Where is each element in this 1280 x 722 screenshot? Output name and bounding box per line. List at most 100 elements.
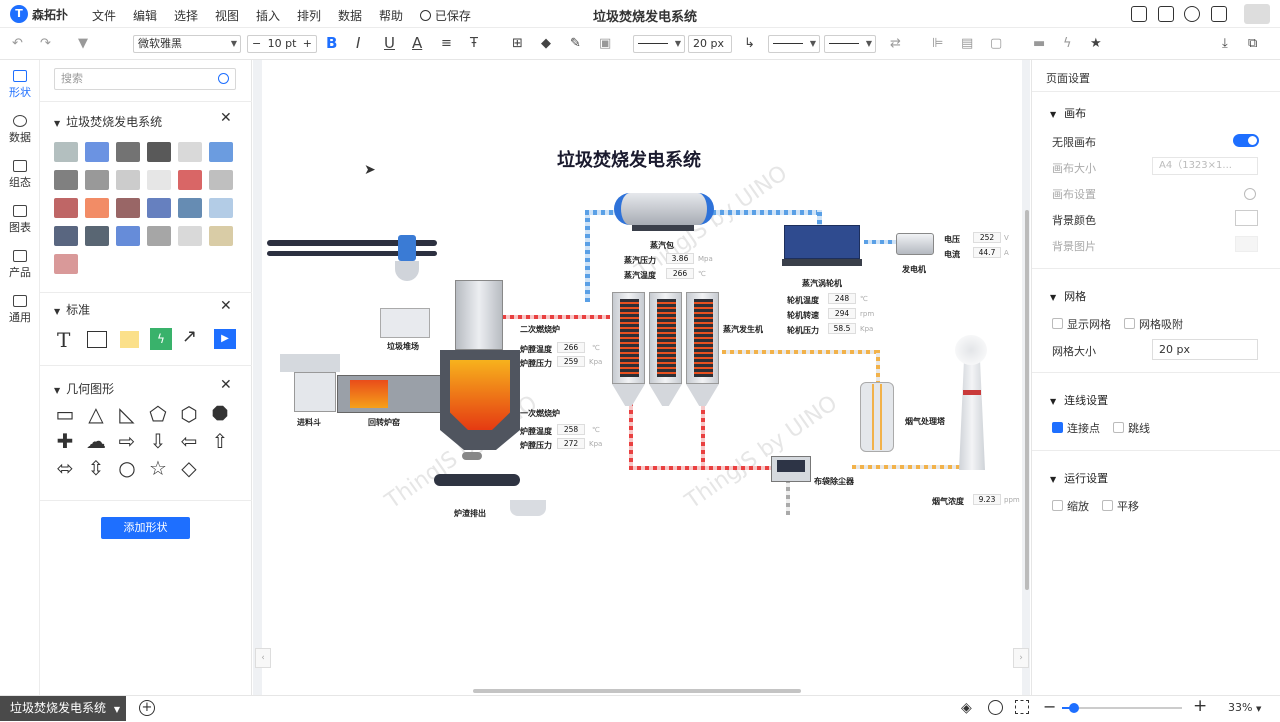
menu-arrange[interactable]: 排列 bbox=[297, 9, 322, 23]
redo-icon[interactable]: ↷ bbox=[40, 36, 51, 51]
arrow-vertical-shape[interactable]: ⇳ bbox=[87, 456, 105, 480]
menu-select[interactable]: 选择 bbox=[174, 9, 199, 23]
section-canvas[interactable]: ▼画布 bbox=[1050, 105, 1086, 121]
add-page-icon[interactable]: + bbox=[139, 700, 155, 716]
underline-button[interactable]: U bbox=[384, 34, 395, 52]
connect-point-checkbox[interactable] bbox=[1052, 422, 1063, 433]
waste-shape-thumb[interactable] bbox=[147, 142, 171, 162]
search-icon[interactable] bbox=[218, 73, 229, 84]
waste-shape-thumb[interactable] bbox=[54, 198, 78, 218]
section-line[interactable]: ▼连线设置 bbox=[1050, 392, 1108, 408]
lightning-shape[interactable]: ϟ bbox=[150, 328, 172, 350]
italic-button[interactable]: I bbox=[356, 34, 361, 52]
pan-checkbox[interactable] bbox=[1102, 500, 1113, 511]
close-icon[interactable]: ✕ bbox=[220, 110, 232, 126]
waste-shape-thumb[interactable] bbox=[209, 170, 233, 190]
grid-size-input[interactable]: 20 px bbox=[1152, 339, 1258, 360]
conveyor-belt[interactable] bbox=[267, 251, 437, 256]
waste-shape-thumb[interactable] bbox=[178, 198, 202, 218]
cloud-shape[interactable]: ☁ bbox=[86, 429, 106, 453]
cross-shape[interactable]: ✚ bbox=[56, 429, 74, 453]
font-size-increase[interactable]: + bbox=[302, 37, 312, 50]
diamond-shape[interactable]: ◇ bbox=[181, 456, 197, 480]
eye-icon[interactable] bbox=[1244, 188, 1256, 200]
section-run[interactable]: ▼运行设置 bbox=[1050, 470, 1108, 486]
infinite-canvas-toggle[interactable] bbox=[1233, 134, 1259, 147]
waste-shape-thumb[interactable] bbox=[54, 142, 78, 162]
boiler-column[interactable] bbox=[686, 292, 719, 384]
slag-conveyor[interactable] bbox=[434, 474, 520, 486]
lock-icon[interactable]: ▬ bbox=[1033, 36, 1046, 51]
waste-shape-thumb[interactable] bbox=[209, 226, 233, 246]
circle-shape[interactable]: ○ bbox=[118, 456, 136, 480]
waste-shape-thumb[interactable] bbox=[147, 226, 171, 246]
waste-shape-thumb[interactable] bbox=[85, 198, 109, 218]
send-back-icon[interactable]: ▢ bbox=[990, 36, 1003, 51]
waste-shape-thumb[interactable] bbox=[116, 226, 140, 246]
waste-shape-thumb[interactable] bbox=[147, 198, 171, 218]
rail-common[interactable]: 通用 bbox=[0, 295, 40, 325]
shape-search-input[interactable]: 搜索 bbox=[54, 68, 236, 90]
arrow-down-shape[interactable]: ⇩ bbox=[149, 429, 167, 453]
section-grid[interactable]: ▼网格 bbox=[1050, 288, 1086, 304]
waste-shape-thumb[interactable] bbox=[54, 226, 78, 246]
waste-shape-thumb[interactable] bbox=[209, 142, 233, 162]
right-triangle-shape[interactable]: ◺ bbox=[119, 402, 135, 426]
grid-snap-checkbox[interactable] bbox=[1124, 318, 1135, 329]
layers-icon[interactable]: ◈ bbox=[961, 700, 972, 716]
swap-icon[interactable]: ⇄ bbox=[890, 36, 901, 51]
menu-data[interactable]: 数据 bbox=[338, 9, 363, 23]
close-icon[interactable]: ✕ bbox=[220, 298, 232, 314]
generator[interactable] bbox=[896, 233, 934, 255]
hexagon-shape[interactable]: ⬡ bbox=[180, 402, 198, 426]
steam-turbine[interactable] bbox=[784, 225, 860, 259]
chevron-down-icon[interactable]: ▼ bbox=[113, 705, 120, 714]
format-painter-icon[interactable]: ▼ bbox=[78, 36, 88, 51]
canvas-size-select[interactable]: A4（1323×1... bbox=[1152, 157, 1258, 175]
align-left-icon[interactable]: ⊫ bbox=[932, 36, 944, 51]
waste-shape-thumb[interactable] bbox=[209, 198, 233, 218]
add-shape-button[interactable]: 添加形状 bbox=[101, 517, 190, 539]
waste-shape-thumb[interactable] bbox=[116, 170, 140, 190]
waste-shape-thumb[interactable] bbox=[147, 170, 171, 190]
horizontal-scrollbar[interactable] bbox=[473, 689, 801, 693]
arrow-up-shape[interactable]: ⇧ bbox=[211, 429, 229, 453]
page-tab[interactable]: 垃圾焚烧发电系统 ▼ bbox=[0, 696, 126, 721]
rail-product[interactable]: 产品 bbox=[0, 250, 40, 280]
zoom-checkbox[interactable] bbox=[1052, 500, 1063, 511]
star-shape[interactable]: ☆ bbox=[149, 456, 167, 480]
user-add-icon[interactable] bbox=[1184, 6, 1200, 22]
lightning-icon[interactable]: ϟ bbox=[1063, 36, 1072, 51]
triangle-shape[interactable]: △ bbox=[88, 402, 104, 426]
bring-front-icon[interactable]: ▤ bbox=[961, 36, 974, 51]
font-size-stepper[interactable]: − 10 pt + bbox=[247, 35, 317, 53]
menu-file[interactable]: 文件 bbox=[92, 9, 117, 23]
waste-shape-thumb[interactable] bbox=[85, 170, 109, 190]
bg-color-swatch[interactable] bbox=[1235, 210, 1258, 226]
waste-shape-thumb[interactable] bbox=[116, 142, 140, 162]
align-icon[interactable]: ≡ bbox=[441, 36, 452, 51]
bg-image-picker[interactable] bbox=[1235, 236, 1258, 252]
line-end-select[interactable]: ▼ bbox=[824, 35, 876, 53]
feed-hopper[interactable] bbox=[280, 354, 340, 372]
fit-screen-icon[interactable] bbox=[1015, 700, 1029, 714]
font-family-select[interactable]: 微软雅黑▼ bbox=[133, 35, 241, 53]
waste-shape-thumb[interactable] bbox=[178, 142, 202, 162]
waste-shape-thumb[interactable] bbox=[85, 142, 109, 162]
line-width-select[interactable]: 20 px bbox=[688, 35, 732, 53]
collapse-right-icon[interactable]: › bbox=[1013, 648, 1029, 668]
collapse-left-icon[interactable]: ‹ bbox=[255, 648, 271, 668]
flue-gas-tower[interactable] bbox=[860, 382, 894, 452]
download-icon[interactable]: ⤓ bbox=[1222, 36, 1228, 51]
menu-edit[interactable]: 编辑 bbox=[133, 9, 158, 23]
line-color-icon[interactable]: ✎ bbox=[570, 36, 581, 51]
steam-drum[interactable] bbox=[614, 193, 714, 225]
crane-bucket[interactable] bbox=[395, 261, 419, 281]
comment-icon[interactable] bbox=[1131, 6, 1147, 22]
font-size-decrease[interactable]: − bbox=[252, 37, 262, 50]
canvas-area[interactable]: ThingJS by UINO ThingJS by UINO ThingJS … bbox=[253, 60, 1030, 696]
chimney[interactable] bbox=[959, 355, 985, 470]
help-icon[interactable] bbox=[1158, 6, 1174, 22]
zoom-slider-handle[interactable] bbox=[1069, 703, 1079, 713]
text-shape[interactable]: T bbox=[57, 328, 71, 352]
